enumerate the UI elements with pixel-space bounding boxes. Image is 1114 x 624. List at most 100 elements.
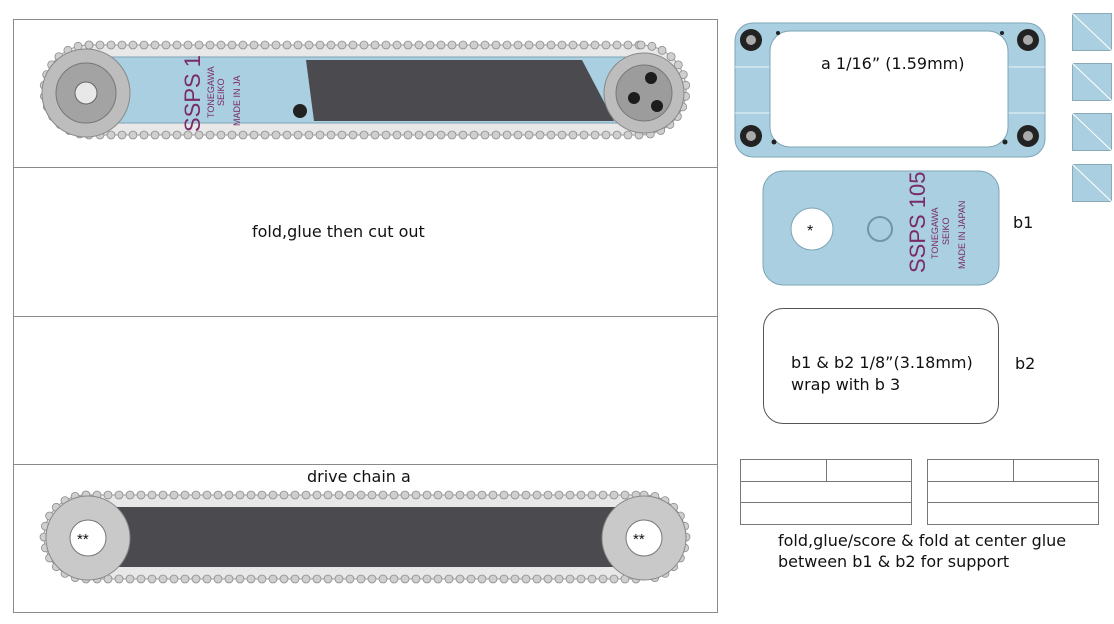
chain-link <box>370 130 380 140</box>
chain-link <box>161 40 171 50</box>
plate-b2: b1 & b2 1/8”(3.18mm) wrap with b 3 <box>763 308 999 424</box>
chain-link <box>455 574 465 584</box>
chain-link <box>381 40 391 50</box>
chain-link <box>282 130 292 140</box>
chain-link <box>348 130 358 140</box>
blank-panel <box>13 316 718 465</box>
chain-link <box>502 40 512 50</box>
chain-link <box>499 490 509 500</box>
chain-link <box>271 40 281 50</box>
chain-link <box>128 40 138 50</box>
chain-link <box>323 574 333 584</box>
chain-link <box>532 574 542 584</box>
chain-link <box>246 574 256 584</box>
support-note-line2: between b1 & b2 for support <box>778 552 1010 571</box>
chain-link <box>293 130 303 140</box>
chain-link <box>488 574 498 584</box>
chain-link <box>466 574 476 584</box>
chain-link <box>389 490 399 500</box>
chain-link <box>224 574 234 584</box>
chain-link <box>260 130 270 140</box>
chain-link <box>106 40 116 50</box>
chain-link <box>436 40 446 50</box>
plate-b2-line1: b1 & b2 1/8”(3.18mm) <box>791 353 973 372</box>
chain-link <box>260 40 270 50</box>
plate-b1-hole-mark: * <box>807 223 813 240</box>
chain-link <box>647 41 657 51</box>
chain-link <box>392 40 402 50</box>
chain-link <box>191 574 201 584</box>
chain-link <box>499 574 509 584</box>
chain-link <box>183 40 193 50</box>
chain-link <box>444 574 454 584</box>
chain-link <box>554 574 564 584</box>
chain-link <box>565 574 575 584</box>
chain-link <box>557 40 567 50</box>
chain-link <box>590 40 600 50</box>
chain-link <box>636 40 646 50</box>
chain-link <box>436 130 446 140</box>
chain-link <box>422 490 432 500</box>
chain-link <box>601 130 611 140</box>
chain-link <box>315 40 325 50</box>
right-sprocket-bolt-icon <box>651 100 663 112</box>
chain-link <box>150 130 160 140</box>
fold-panel: fold,glue then cut out <box>13 167 718 317</box>
chain-link <box>524 40 534 50</box>
chain-link <box>345 574 355 584</box>
chain-link <box>576 490 586 500</box>
plate-b1-brand-line2: TONEGAWA <box>930 207 940 259</box>
chain-link <box>521 490 531 500</box>
chain-link <box>422 574 432 584</box>
chain-link <box>246 490 256 500</box>
chain-link <box>378 574 388 584</box>
chain-link <box>579 130 589 140</box>
chain-link <box>524 130 534 140</box>
chain-link <box>598 574 608 584</box>
chain-link <box>381 130 391 140</box>
left-sprocket-hub <box>74 81 98 105</box>
chain-link <box>568 40 578 50</box>
chain-link <box>359 40 369 50</box>
chain-link <box>158 574 168 584</box>
chain-link <box>502 130 512 140</box>
chain-link <box>202 574 212 584</box>
chain-link <box>227 130 237 140</box>
chain-link <box>334 490 344 500</box>
bottom-left-hole <box>69 519 107 557</box>
chain-link <box>480 130 490 140</box>
right-sprocket-disc <box>615 64 673 122</box>
chain-link <box>389 574 399 584</box>
bottom-right-hole <box>625 519 663 557</box>
chain-link <box>601 40 611 50</box>
fold-note: fold,glue then cut out <box>252 222 425 241</box>
chain-link <box>271 130 281 140</box>
chain-link <box>312 574 322 584</box>
plate-a <box>734 22 1046 158</box>
chain-link <box>106 130 116 140</box>
chain-link <box>458 40 468 50</box>
chain-link <box>579 40 589 50</box>
chain-link <box>510 490 520 500</box>
bottom-dark-band <box>58 507 672 567</box>
chain-link <box>469 40 479 50</box>
chain-link <box>191 490 201 500</box>
support-note-line1: fold,glue/score & fold at center glue <box>778 531 1067 550</box>
chain-link <box>158 490 168 500</box>
chain-link <box>304 40 314 50</box>
chain-link <box>194 40 204 50</box>
chain-link <box>477 574 487 584</box>
chain-link <box>367 490 377 500</box>
chain-link <box>356 490 366 500</box>
plate-b2-line2: wrap with b 3 <box>791 375 901 394</box>
chain-link <box>213 574 223 584</box>
chain-link <box>480 40 490 50</box>
chain-link <box>447 40 457 50</box>
chain-link <box>345 490 355 500</box>
chain-link <box>147 490 157 500</box>
chain-link <box>565 490 575 500</box>
chain-link <box>293 40 303 50</box>
chain-link <box>235 574 245 584</box>
chain-link <box>147 574 157 584</box>
chain-link <box>348 40 358 50</box>
